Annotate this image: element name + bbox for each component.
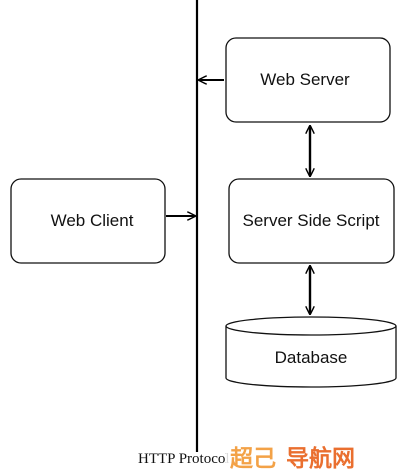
database-node: Database bbox=[225, 316, 397, 388]
database-label: Database bbox=[275, 348, 348, 367]
server-side-script-node: Server Side Script bbox=[228, 178, 395, 264]
web-server-label: Web Server bbox=[260, 70, 350, 89]
watermark-logo: 超己 导航网 bbox=[226, 441, 406, 472]
server-side-script-label: Server Side Script bbox=[243, 211, 380, 230]
web-server-node: Web Server bbox=[225, 37, 391, 123]
web-client-node: Web Client bbox=[10, 178, 166, 264]
watermark-part2: 导航网 bbox=[286, 445, 355, 472]
watermark-part1: 超己 bbox=[230, 446, 276, 472]
web-client-label: Web Client bbox=[51, 211, 134, 230]
http-protocol-label: HTTP Protocol bbox=[138, 451, 230, 467]
